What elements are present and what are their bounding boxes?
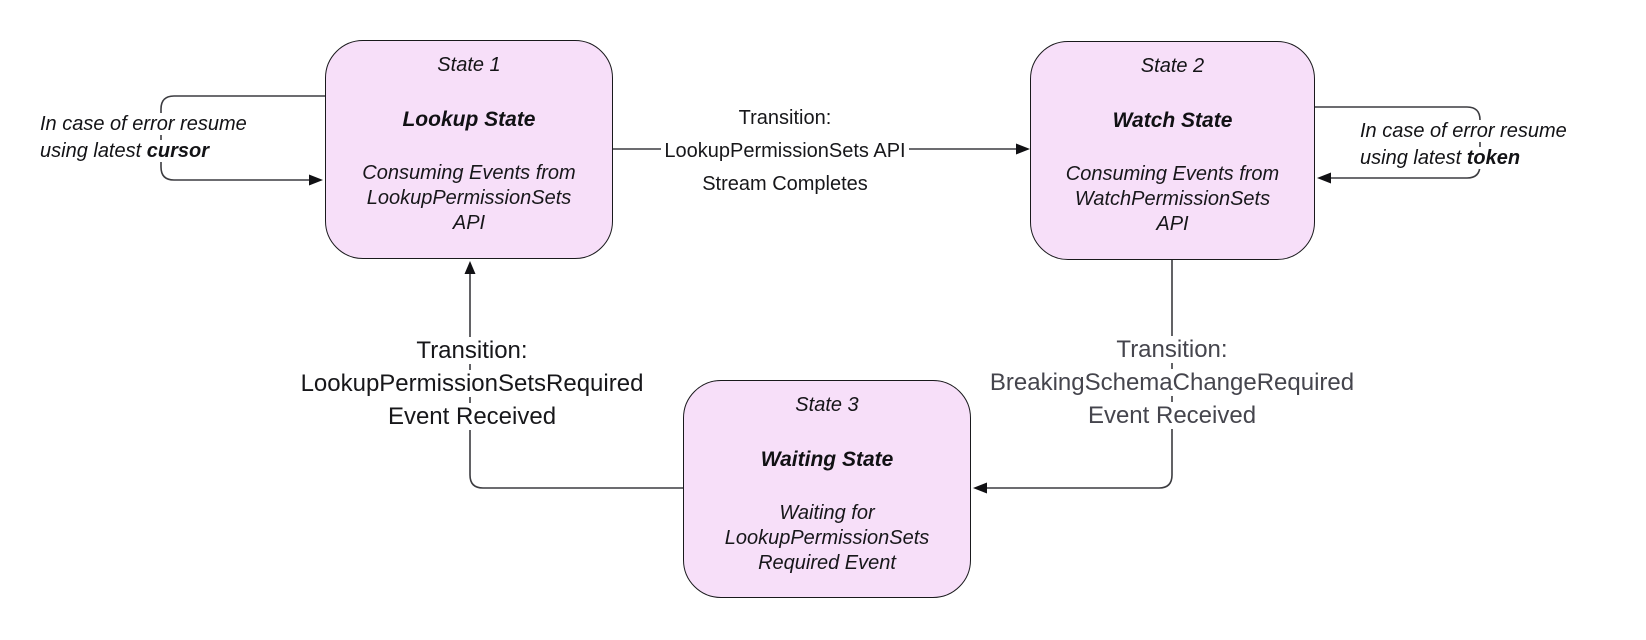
- arrowhead-state1-to-state2: [1016, 143, 1030, 155]
- state-description-line: Required Event: [758, 552, 896, 574]
- transition-label-line: Event Received: [1084, 402, 1260, 429]
- state-node-waiting: State 3 Waiting State Waiting for Lookup…: [683, 380, 971, 598]
- state-description: Consuming Events from WatchPermissionSet…: [1066, 162, 1279, 237]
- transition-label-line: Transition:: [735, 107, 835, 129]
- transition-label-line: BreakingSchemaChangeRequired: [986, 369, 1358, 396]
- transition-label-line: LookupPermissionSets API: [661, 140, 909, 162]
- transition-label-line: Transition:: [413, 337, 531, 364]
- error-note-line: In case of error resume: [1358, 120, 1569, 142]
- transition-label-line: Transition:: [1113, 336, 1231, 363]
- state-description-line: Consuming Events from: [362, 162, 576, 184]
- state-description-line: API: [452, 212, 486, 234]
- error-note-bold-term: cursor: [146, 140, 209, 162]
- state-name: Watch State: [1112, 109, 1233, 132]
- transition-label-line: Stream Completes: [699, 173, 871, 195]
- transition-label-state1-to-state2: Transition: LookupPermissionSets API Str…: [635, 102, 935, 201]
- error-note-state1: In case of error resume using latest cur…: [38, 111, 249, 165]
- state-node-watch: State 2 Watch State Consuming Events fro…: [1030, 41, 1315, 260]
- error-note-bold-term: token: [1466, 147, 1521, 169]
- arrow-line-state2-to-state3: [985, 260, 1173, 489]
- transition-label-line: Event Received: [384, 403, 560, 430]
- state-description-line: API: [1156, 213, 1189, 235]
- error-loop-state2: [1315, 106, 1481, 179]
- error-note-state2: In case of error resume using latest tok…: [1358, 118, 1569, 172]
- state-title: State 3: [795, 394, 859, 416]
- arrowhead-state3-to-state1: [464, 261, 476, 274]
- error-note-line: using latest cursor: [38, 140, 211, 162]
- state-description-line: Waiting for: [779, 502, 875, 524]
- arrowhead-error-loop-state1: [309, 174, 323, 186]
- arrow-line-state3-to-state1: [469, 272, 683, 489]
- transition-label-line: LookupPermissionSetsRequired: [297, 370, 647, 397]
- state-description-line: LookupPermissionSets: [724, 527, 930, 549]
- state-title: State 1: [437, 54, 501, 76]
- state-description: Waiting for LookupPermissionSets Require…: [725, 501, 930, 576]
- state-name: Waiting State: [760, 448, 894, 471]
- arrowhead-error-loop-state2: [1317, 172, 1331, 184]
- state-description: Consuming Events from LookupPermissionSe…: [362, 161, 575, 236]
- arrowhead-state2-to-state3: [973, 482, 987, 494]
- state-description-line: Consuming Events from: [1065, 163, 1280, 185]
- state-description-line: WatchPermissionSets: [1074, 188, 1271, 210]
- state-title: State 2: [1140, 55, 1205, 77]
- state-description-line: LookupPermissionSets: [366, 187, 572, 209]
- error-loop-state1: [160, 95, 325, 181]
- error-note-line: using latest token: [1358, 147, 1523, 169]
- state-name: Lookup State: [402, 108, 536, 131]
- transition-label-state3-to-state1: Transition: LookupPermissionSetsRequired…: [282, 334, 662, 433]
- state-node-lookup: State 1 Lookup State Consuming Events fr…: [325, 40, 613, 259]
- transition-label-state2-to-state3: Transition: BreakingSchemaChangeRequired…: [982, 333, 1362, 432]
- error-note-line: In case of error resume: [38, 113, 249, 135]
